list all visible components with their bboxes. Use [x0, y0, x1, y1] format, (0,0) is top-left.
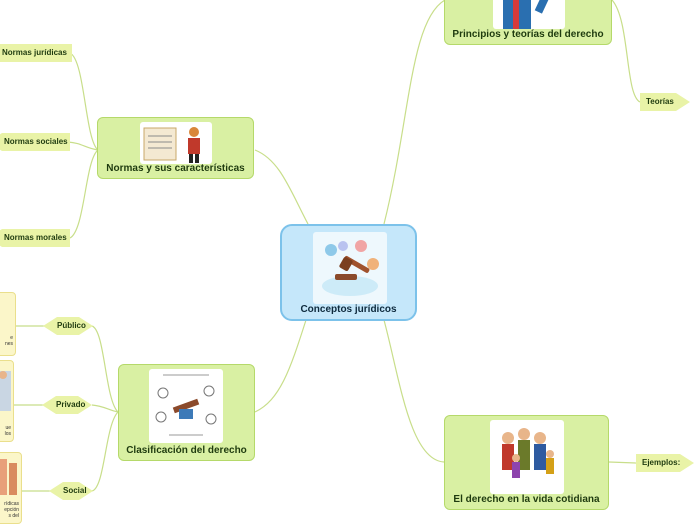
- branch-normas[interactable]: Normas y sus características: [97, 117, 254, 179]
- social-image: [0, 459, 17, 495]
- clasificacion-image: [149, 369, 223, 443]
- normas-image: [140, 122, 212, 164]
- leaf-normas-morales[interactable]: Normas morales: [0, 229, 70, 247]
- edge-card-privado-text: ue los: [4, 425, 11, 437]
- leaf-teorias[interactable]: Teorías: [640, 93, 690, 111]
- central-node[interactable]: Conceptos jurídicos: [280, 224, 417, 321]
- leaf-privado[interactable]: Privado: [42, 396, 92, 414]
- principios-image: [493, 0, 565, 29]
- leaf-normas-sociales[interactable]: Normas sociales: [0, 133, 70, 151]
- principios-title: Principios y teorías del derecho: [452, 29, 604, 40]
- leaf-ejemplos[interactable]: Ejemplos:: [636, 454, 694, 472]
- edge-card-privado[interactable]: ue los: [0, 360, 14, 442]
- central-title: Conceptos jurídicos: [300, 304, 397, 315]
- leaf-social[interactable]: Social: [49, 482, 93, 500]
- edge-card-social-text: rídicas epción s del: [4, 501, 19, 519]
- edge-card-publico[interactable]: e nes: [0, 292, 16, 356]
- cotidiana-title: El derecho en la vida cotidiana: [453, 494, 600, 505]
- leaf-normas-juridicas[interactable]: Normas jurídicas: [0, 44, 72, 62]
- branch-clasificacion[interactable]: Clasificación del derecho: [118, 364, 255, 461]
- leaf-publico[interactable]: Público: [43, 317, 93, 335]
- branch-principios[interactable]: Principios y teorías del derecho: [444, 0, 612, 45]
- clasificacion-title: Clasificación del derecho: [126, 445, 247, 456]
- central-image: [313, 232, 387, 304]
- cotidiana-image: [490, 420, 564, 494]
- edge-card-social[interactable]: rídicas epción s del: [0, 452, 22, 524]
- edge-card-publico-text: e nes: [4, 335, 13, 347]
- privado-image: [0, 371, 11, 411]
- normas-title: Normas y sus características: [106, 163, 245, 174]
- branch-cotidiana[interactable]: El derecho en la vida cotidiana: [444, 415, 609, 510]
